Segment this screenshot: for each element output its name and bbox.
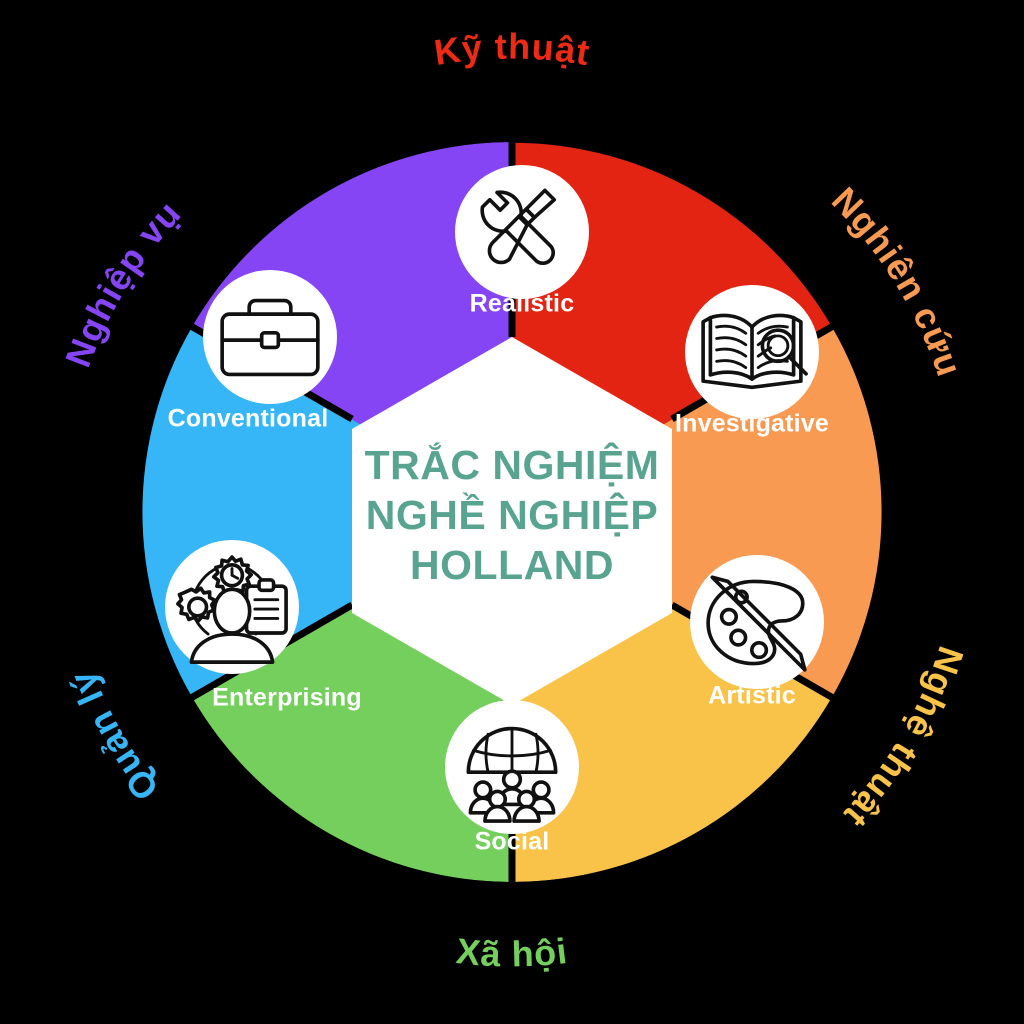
briefcase-icon — [220, 298, 320, 377]
center-title-line-2: NGHỀ NGHIỆP — [366, 492, 659, 538]
segment-label-artistic: Artistic — [708, 682, 796, 710]
outer-label-realistic: Kỹ thuật — [432, 26, 593, 74]
segment-label-conventional: Conventional — [168, 405, 329, 433]
center-title-line-1: TRẮC NGHIỆM — [365, 442, 660, 488]
segment-artistic-content[interactable]: Artistic — [690, 555, 824, 710]
manager-gear-clipboard-icon — [176, 555, 288, 664]
segment-label-investigative: Investigative — [675, 410, 829, 438]
segment-label-enterprising: Enterprising — [212, 684, 362, 712]
outer-label-social: Xã hội — [454, 930, 570, 975]
center-title: TRẮC NGHIỆM NGHỀ NGHIỆP HOLLAND — [365, 442, 660, 588]
segment-realistic-content[interactable]: Realistic — [455, 165, 589, 318]
segment-conventional-content[interactable]: Conventional — [168, 270, 337, 433]
center-title-line-3: HOLLAND — [410, 542, 614, 588]
segment-label-realistic: Realistic — [470, 290, 575, 318]
palette-brush-icon — [706, 575, 807, 672]
center-hexagon — [352, 337, 672, 705]
globe-people-icon — [466, 726, 558, 823]
book-magnifier-icon — [701, 313, 808, 390]
segment-social-content[interactable]: Social — [445, 700, 579, 856]
segment-enterprising-content[interactable]: Enterprising — [165, 540, 362, 712]
conventional-icon-badge — [203, 270, 337, 404]
wrench-screwdriver-icon — [480, 188, 557, 265]
segment-investigative-content[interactable]: Investigative — [675, 285, 829, 438]
segment-label-social: Social — [475, 828, 550, 856]
